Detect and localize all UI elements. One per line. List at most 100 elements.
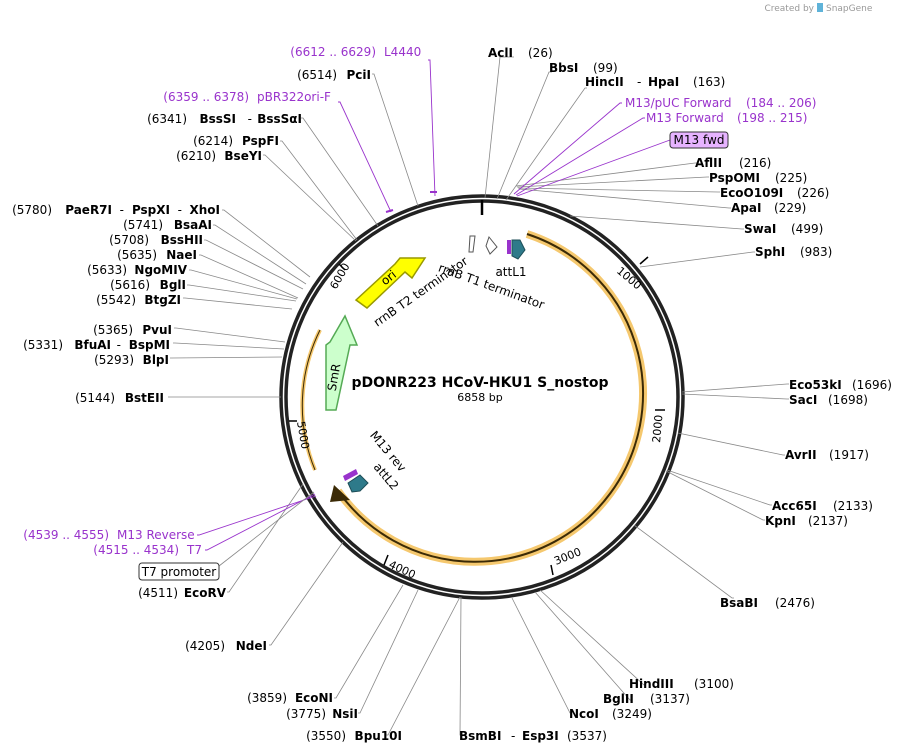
site-pvui[interactable]: (5365) PvuI — [93, 323, 172, 337]
primer-t7[interactable]: (4515 .. 4534) T7 — [93, 543, 202, 557]
site-pos-eco0109i: (226) — [797, 186, 829, 200]
site-naei[interactable]: (5635) NaeI — [117, 248, 197, 262]
site-name2-hincii: HpaI — [648, 75, 679, 89]
site-acli[interactable]: AclI (26) — [488, 46, 553, 60]
leader-btgzi — [183, 297, 293, 310]
site-apai[interactable]: ApaI (229) — [731, 201, 806, 215]
primer-m13rev[interactable]: (4539 .. 4555) M13 Reverse — [23, 528, 194, 542]
site-ndei[interactable]: (4205) NdeI — [185, 639, 267, 653]
leader-pspomi — [516, 176, 709, 188]
site-pos-sphi: (983) — [800, 245, 832, 259]
leader-pcii — [372, 73, 419, 207]
site-eco0109i[interactable]: EcoO109I (226) — [720, 186, 829, 200]
leader-hindiii — [539, 589, 646, 686]
primer-l4440[interactable]: (6612 .. 6629) L4440 — [290, 45, 421, 59]
primer-leaders — [197, 59, 671, 567]
attl1-feature[interactable]: attL1 — [495, 239, 527, 279]
tick-mark-4000 — [383, 554, 389, 566]
site-aflii[interactable]: AflII (216) — [695, 156, 771, 170]
site-hincii[interactable]: HincII - HpaI (163) — [585, 75, 725, 89]
site-bsmbi[interactable]: BsmBI - Esp3I (3537) — [459, 729, 607, 743]
site-pos-bgli: (5616) — [110, 278, 150, 292]
t7-promoter-box-label: T7 promoter — [141, 565, 217, 579]
site-econi[interactable]: (3859) EcoNI — [247, 691, 333, 705]
primer-name-m13puc: M13/pUC Forward — [625, 96, 732, 110]
site-bgli[interactable]: (5616) BglI — [110, 278, 186, 292]
primer-m13fwd[interactable]: M13 Forward (198 .. 215) — [646, 111, 807, 125]
site-pos-econi: (3859) — [247, 691, 287, 705]
site-pos-bpu10i: (3550) — [306, 729, 346, 743]
site-name-paer7i: PaeR7I — [65, 203, 112, 217]
t7-promoter-box[interactable]: T7 promoter — [138, 562, 220, 581]
site-acc65i[interactable]: Acc65I (2133) — [772, 499, 873, 513]
site-hindiii[interactable]: HindIII (3100) — [629, 677, 734, 691]
site-bsaai[interactable]: (5741) BsaAI — [123, 218, 212, 232]
leader-pspfi — [280, 140, 358, 241]
smr-feature[interactable]: SmR — [300, 314, 359, 471]
site-bsteii[interactable]: (5144) BstEII — [75, 391, 164, 405]
site-blpi[interactable]: (5293) BlpI — [94, 353, 169, 367]
site-bseyi[interactable]: (6210) BseYI — [176, 149, 262, 163]
primer-pbr322[interactable]: (6359 .. 6378) pBR322ori-F — [163, 90, 331, 104]
site-avrii[interactable]: AvrII (1917) — [785, 448, 869, 462]
site-pos-bsaai: (5741) — [123, 218, 163, 232]
m13-rev-primer-mark — [343, 469, 358, 481]
site-pspfi[interactable]: (6214) PspFI — [193, 134, 279, 148]
site-swai[interactable]: SwaI (499) — [744, 222, 823, 236]
leader-m13fwd-box — [516, 139, 671, 197]
site-sep-bsmbi: - — [511, 729, 515, 743]
ori-feature[interactable]: ori — [354, 257, 427, 309]
site-pspomi[interactable]: PspOMI (225) — [709, 171, 807, 185]
site-sphi[interactable]: SphI (983) — [755, 245, 832, 259]
primer-pos-m13fwd: (198 .. 215) — [737, 111, 807, 125]
site-ngomiv[interactable]: (5633) NgoMIV — [87, 263, 188, 277]
leader-bsmbi — [459, 596, 462, 736]
site-pos-bsteii: (5144) — [75, 391, 115, 405]
site-pos-pspfi: (6214) — [193, 134, 233, 148]
leader-econi — [334, 584, 404, 699]
site-saci[interactable]: SacI (1698) — [789, 393, 868, 407]
site-bpu10i[interactable]: (3550) Bpu10I — [306, 729, 402, 743]
site-name-eco0109i: EcoO109I — [720, 186, 783, 200]
site-pcii[interactable]: (6514) PciI — [297, 68, 371, 82]
site-pos-kpni: (2137) — [808, 514, 848, 528]
attl2-feature[interactable]: M13 rev attL2 — [343, 428, 409, 493]
site-pos-swai: (499) — [791, 222, 823, 236]
site-name-kpni: KpnI — [765, 514, 796, 528]
site-bglii[interactable]: BglII (3137) — [603, 692, 690, 706]
leader-paer7i — [222, 209, 311, 278]
site-name-bpu10i: Bpu10I — [355, 729, 402, 743]
site-pos-bsmbi: (3537) — [567, 729, 607, 743]
site-bsssi[interactable]: (6341) BssSI - BssSαI — [147, 112, 302, 126]
site-sep-bsssi: - — [248, 112, 252, 126]
site-nsii[interactable]: (3775) NsiI — [286, 707, 358, 721]
site-eco53ki[interactable]: Eco53kI (1696) — [789, 378, 892, 392]
site-sep-hincii: - — [637, 75, 641, 89]
site-bbsi[interactable]: BbsI (99) — [549, 61, 618, 75]
m13-fwd-box[interactable]: M13 fwd — [669, 131, 729, 149]
site-pos-aflii: (216) — [739, 156, 771, 170]
site-paer7i[interactable]: (5780) PaeR7I - PspXI - XhoI — [12, 203, 220, 217]
site-bsshii[interactable]: (5708) BssHII — [109, 233, 203, 247]
primer-m13puc[interactable]: M13/pUC Forward (184 .. 206) — [625, 96, 816, 110]
site-pos-bsssi: (6341) — [147, 112, 187, 126]
attl1-primer-mark — [507, 240, 511, 254]
site-name-bbsi: BbsI — [549, 61, 578, 75]
site-bfuai[interactable]: (5331) BfuAI - BspMI — [23, 338, 170, 352]
site-bsabi[interactable]: BsaBI (2476) — [720, 596, 815, 610]
site-ecorv[interactable]: (4511) EcoRV — [138, 586, 227, 600]
site-name2-paer7i: PspXI — [132, 203, 170, 217]
orf-feature[interactable] — [330, 230, 647, 566]
site-name-blpi: BlpI — [143, 353, 169, 367]
site-pos-acc65i: (2133) — [833, 499, 873, 513]
site-pos-ncoi: (3249) — [612, 707, 652, 721]
tick-label-5000: 5000 — [294, 420, 312, 450]
credit-brand: SnapGene — [826, 4, 873, 14]
site-name-eco53ki: Eco53kI — [789, 378, 842, 392]
site-name-bglii: BglII — [603, 692, 634, 706]
site-btgzi[interactable]: (5542) BtgZI — [96, 293, 181, 307]
site-name-hincii: HincII — [585, 75, 624, 89]
site-name-bgli: BglI — [160, 278, 186, 292]
site-kpni[interactable]: KpnI (2137) — [765, 514, 848, 528]
site-ncoi[interactable]: NcoI (3249) — [569, 707, 652, 721]
